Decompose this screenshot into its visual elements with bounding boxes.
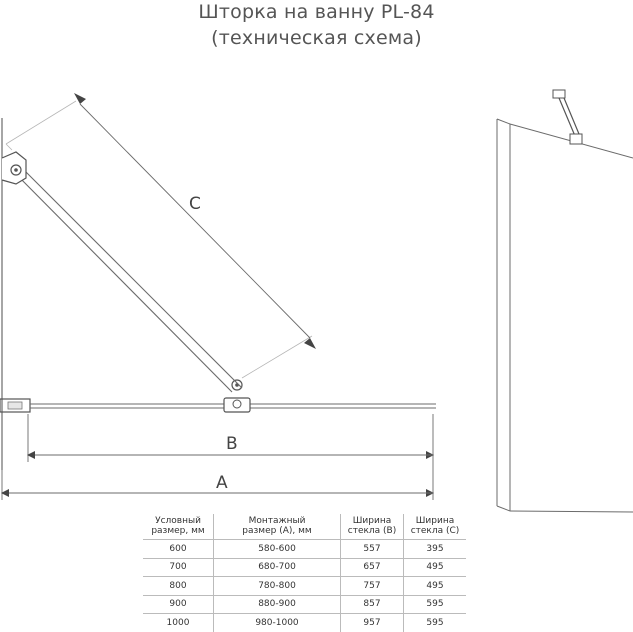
cell-mounting: 780-800 [213, 576, 341, 596]
cell-glass-c: 495 [403, 576, 466, 596]
cell-mounting: 880-900 [213, 595, 341, 614]
dimension-b-label: B [226, 434, 238, 454]
swing-panel [11, 164, 243, 393]
cell-nominal: 900 [143, 595, 214, 614]
dimension-b: B [27, 414, 434, 462]
front-view-panel [496, 118, 633, 513]
cell-glass-c: 495 [403, 558, 466, 577]
cell-nominal: 700 [143, 558, 214, 577]
dimension-c-label: C [189, 194, 201, 214]
wall-bracket [1, 151, 27, 185]
dimension-c: C [5, 93, 316, 379]
top-view-fixed-glass [0, 398, 436, 413]
diagram-title: Шторка на ванну PL-84 [198, 1, 435, 23]
cell-nominal: 600 [143, 539, 214, 559]
cell-nominal: 800 [143, 576, 214, 596]
table-row: 800 780-800 757 495 [143, 576, 466, 596]
cell-mounting: 680-700 [213, 558, 341, 577]
dimension-a-label: A [216, 473, 228, 493]
cell-glass-c: 595 [403, 595, 466, 614]
cell-glass-b: 757 [340, 576, 404, 596]
stabilizer-bar [552, 89, 583, 145]
table-row: 900 880-900 857 595 [143, 595, 466, 614]
cell-glass-b: 657 [340, 558, 404, 577]
cell-mounting: 580-600 [213, 539, 341, 559]
cell-glass-c: 395 [403, 539, 466, 559]
cell-glass-b: 557 [340, 539, 404, 559]
diagram-subtitle: (техническая схема) [211, 27, 422, 49]
table-row: 600 580-600 557 395 [143, 539, 466, 559]
hinge-bottom [223, 379, 251, 413]
table-row: 700 680-700 657 495 [143, 558, 466, 577]
cell-glass-b: 857 [340, 595, 404, 614]
dimension-a: A [1, 414, 434, 500]
